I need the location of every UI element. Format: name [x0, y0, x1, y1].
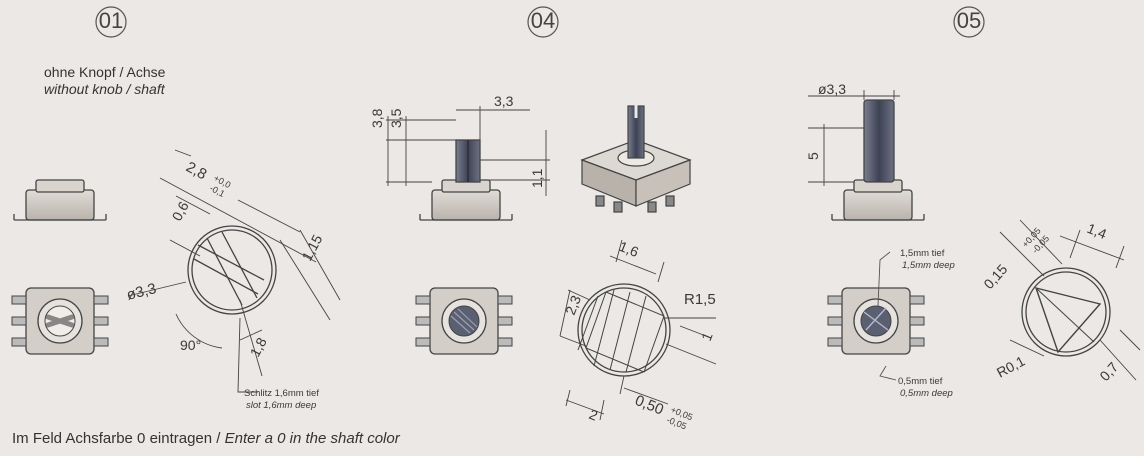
v01-label: ohne Knopf / Achse without knob / shaft	[44, 64, 165, 98]
footer-note: Im Feld Achsfarbe 0 eintragen / Enter a …	[12, 430, 400, 447]
v04-dim-1: 1	[698, 330, 716, 343]
v01-label-en: without knob / shaft	[44, 81, 165, 97]
v05-dim-r01: R0,1	[994, 353, 1028, 381]
v05-dim-14: 1,4	[1085, 220, 1109, 242]
v01-top-view	[11, 287, 109, 355]
v04-dim-r15: R1,5	[684, 291, 716, 308]
variant-circle-05	[953, 6, 985, 38]
v01-dim-width: 2,8	[183, 159, 209, 184]
v01-dim-diameter: ø3,3	[125, 280, 158, 304]
v04-dim-35: 3,5	[388, 108, 404, 128]
v01-slot-en: slot 1,6mm deep	[246, 400, 316, 411]
v04-isometric-view	[580, 104, 692, 213]
v04-top-view	[415, 287, 513, 355]
v05-dim-5: 5	[805, 152, 821, 160]
v04-dim-33: 3,3	[494, 93, 514, 109]
v01-slot-de: Schlitz 1,6mm tief	[244, 388, 319, 399]
variant-number-04-text: 04	[530, 8, 556, 33]
variant-number-01-text: 01	[98, 8, 124, 33]
v05-detail-view	[999, 219, 1141, 381]
variant-circle-04	[527, 6, 559, 38]
v05-dim-diameter: ø3,3	[818, 81, 846, 97]
v04-dim-23: 2,3	[562, 293, 584, 317]
v05-depth05-en: 0,5mm deep	[900, 388, 953, 399]
v05-depth05-de: 0,5mm tief	[898, 376, 943, 387]
v05-dim-07: 0,7	[1096, 359, 1121, 384]
footer-note-de: Im Feld Achsfarbe 0 eintragen /	[12, 430, 225, 447]
v04-dim-050: 0,50	[633, 392, 666, 419]
v01-detail-view	[127, 149, 341, 393]
variant-number-04: 04	[518, 8, 568, 34]
variant-number-05-text: 05	[956, 8, 982, 33]
variant-circle-01	[95, 6, 127, 38]
v05-top-view	[827, 251, 925, 381]
v01-side-view	[13, 179, 107, 221]
v04-detail-view	[559, 239, 717, 421]
v05-depth15-de: 1,5mm tief	[900, 248, 945, 259]
variant-number-05: 05	[944, 8, 994, 34]
v05-side-view	[808, 90, 925, 221]
v01-dim-18: 1,8	[247, 335, 270, 360]
v04-side-view	[386, 106, 550, 221]
v04-dim-11: 1,1	[529, 168, 545, 188]
v04-dim-16: 1,6	[617, 238, 641, 260]
v05-depth15-en: 1,5mm deep	[902, 260, 955, 271]
footer-note-en: Enter a 0 in the shaft color	[224, 430, 400, 447]
variant-number-01: 01	[86, 8, 136, 34]
v01-dim-angle: 90°	[180, 337, 201, 353]
v01-dim-115: 1,15	[299, 232, 326, 264]
v05-dim-015: 0,15	[980, 261, 1010, 292]
v04-dim-38: 3,8	[369, 108, 385, 128]
v01-label-de: ohne Knopf / Achse	[44, 64, 166, 80]
